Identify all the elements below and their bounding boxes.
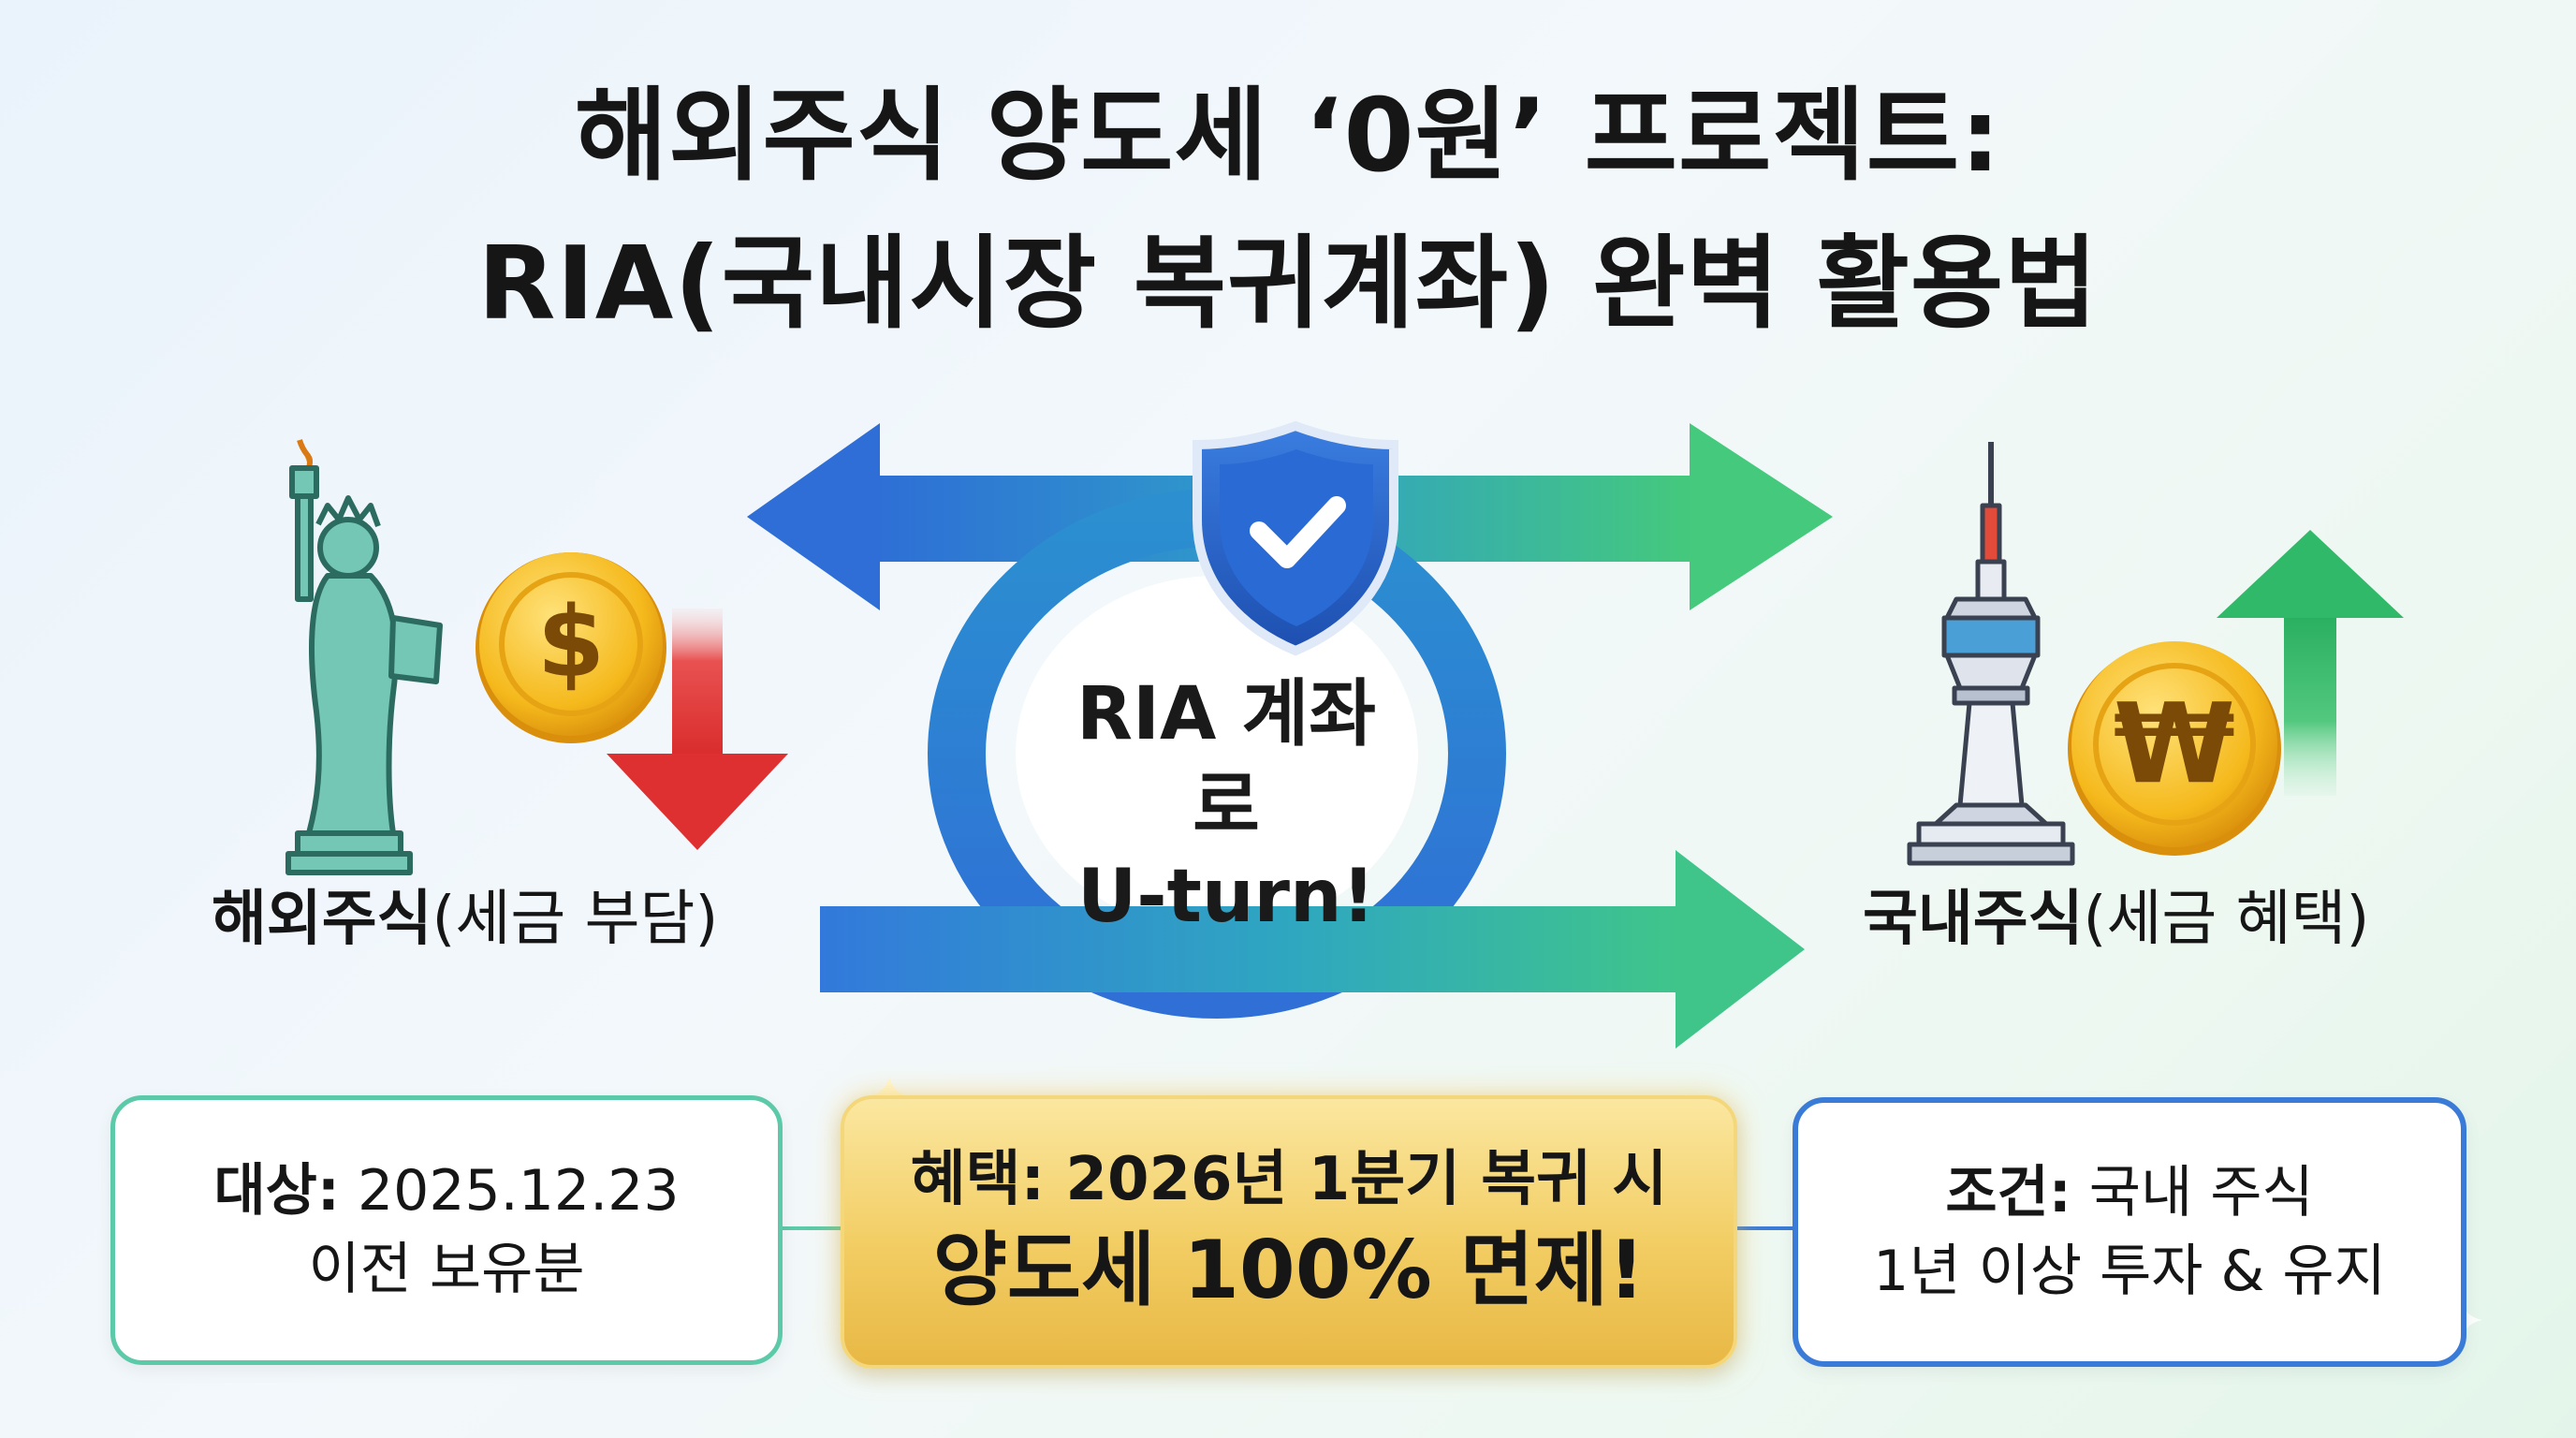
domestic-stock-label: 국내주식(세금 혜택) bbox=[1863, 889, 2369, 949]
condition-box: 조건: 국내 주식 1년 이상 투자 & 유지 bbox=[1793, 1097, 2466, 1367]
overseas-stock-title: 해외주식 bbox=[212, 885, 432, 954]
center-message: RIA 계좌로 U-turn! bbox=[1048, 669, 1404, 944]
statue-of-liberty-icon bbox=[285, 439, 443, 875]
won-coin-icon: ₩ bbox=[2068, 641, 2281, 856]
bottom-arrow bbox=[820, 850, 1805, 1049]
benefit-line-1: 혜택: 2026년 1분기 복귀 시 bbox=[910, 1144, 1668, 1214]
overseas-stock-label: 해외주식(세금 부담) bbox=[212, 889, 718, 949]
up-arrow-icon bbox=[2217, 530, 2404, 796]
overseas-stock-note: (세금 부담) bbox=[432, 885, 719, 954]
center-line-2: U-turn! bbox=[1076, 855, 1376, 939]
dollar-coin-icon: $ bbox=[476, 552, 666, 743]
seoul-tower-icon bbox=[1907, 442, 2075, 866]
shield-check-icon bbox=[1193, 420, 1398, 656]
target-value: 2025.12.23 bbox=[357, 1158, 680, 1224]
won-symbol: ₩ bbox=[2114, 679, 2235, 808]
center-line-1: RIA 계좌로 bbox=[1076, 672, 1377, 848]
condition-value: 국내 주식 bbox=[2088, 1160, 2314, 1225]
domestic-stock-title: 국내주식 bbox=[1863, 885, 2084, 954]
target-box: 대상: 2025.12.23 이전 보유분 bbox=[110, 1095, 783, 1365]
target-key: 대상: bbox=[213, 1158, 340, 1224]
dollar-symbol: $ bbox=[537, 585, 605, 699]
domestic-stock-note: (세금 혜택) bbox=[2083, 885, 2370, 954]
benefit-box: 혜택: 2026년 1분기 복귀 시 양도세 100% 면제! bbox=[841, 1095, 1737, 1369]
down-arrow-icon bbox=[607, 609, 788, 850]
condition-line-2: 1년 이상 투자 & 유지 bbox=[1873, 1239, 2386, 1304]
benefit-line-2: 양도세 100% 면제! bbox=[932, 1223, 1646, 1317]
title-line-1: 해외주식 양도세 ‘0원’ 프로젝트: bbox=[574, 78, 2002, 195]
title-line-2: RIA(국내시장 복귀계좌) 완벽 활용법 bbox=[477, 226, 2099, 343]
condition-key: 조건: bbox=[1945, 1160, 2071, 1225]
target-line-2: 이전 보유분 bbox=[308, 1237, 585, 1302]
